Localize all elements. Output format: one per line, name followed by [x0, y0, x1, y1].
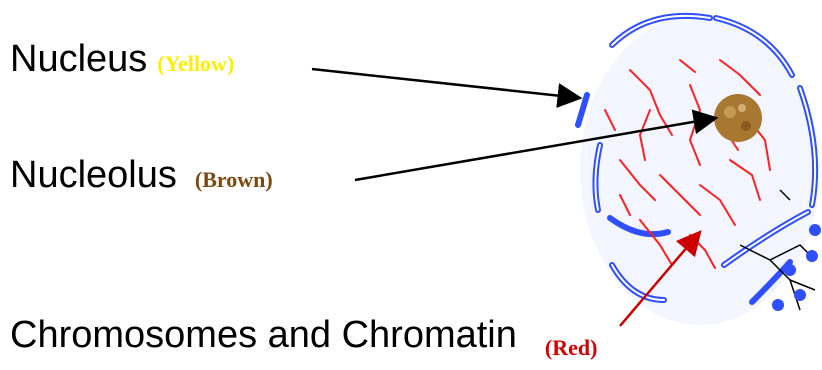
nucleolus-label-text: Nucleolus — [10, 154, 177, 196]
nucleolus-arrow — [355, 118, 716, 180]
chromosomes-arrow — [620, 232, 700, 326]
nucleolus-label: Nucleolus (Brown) — [10, 156, 273, 194]
chromosomes-label: Chromosomes and Chromatin(Red) — [10, 316, 597, 354]
chromosomes-label-text: Chromosomes and Chromatin — [10, 314, 517, 356]
nucleus-arrow — [312, 69, 580, 98]
chromosomes-color-note: (Red) — [545, 335, 598, 360]
nucleus-color-note: (Yellow) — [157, 51, 234, 76]
nucleus-label-text: Nucleus — [10, 38, 147, 80]
nucleus-label: Nucleus (Yellow) — [10, 40, 234, 78]
nucleolus-color-note: (Brown) — [195, 167, 273, 192]
